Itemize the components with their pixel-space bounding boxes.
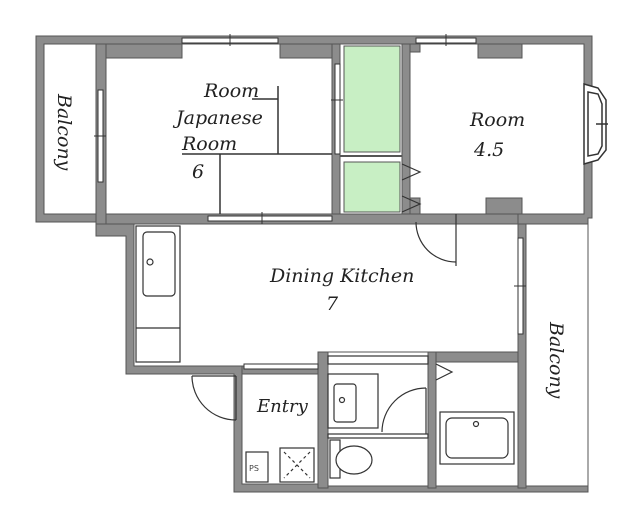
pillar	[485, 197, 523, 215]
room-top-label: Room	[203, 80, 259, 102]
pillar	[477, 43, 523, 59]
shaft	[245, 447, 315, 483]
japanese-room-word-label: Room	[181, 133, 237, 155]
dining-kitchen-label: Dining Kitchen	[269, 265, 414, 287]
doors	[191, 163, 457, 436]
pillar	[427, 351, 437, 489]
entry-label: Entry	[256, 396, 309, 417]
balcony-right-label: Balcony	[545, 321, 567, 399]
pillar	[279, 43, 333, 59]
pillar	[401, 43, 411, 215]
windows	[94, 34, 526, 370]
japanese-room-floor	[105, 43, 333, 215]
balcony-left-floor	[43, 43, 97, 215]
room-right-label: Room	[469, 109, 525, 131]
pillar	[409, 43, 421, 53]
pillar	[435, 351, 519, 363]
room-right-size: 4.5	[473, 139, 504, 161]
japanese-room-lines	[182, 86, 332, 214]
kitchen-counter	[135, 225, 181, 363]
japanese-room-size: 6	[192, 161, 204, 183]
pillar	[105, 43, 183, 59]
closet-lower	[343, 161, 401, 213]
ps-label: PS	[249, 464, 259, 473]
japanese-room-label: Japanese	[172, 107, 263, 129]
washroom-fixtures	[327, 355, 429, 479]
pillar	[317, 351, 329, 489]
room-right-floor	[409, 43, 585, 215]
bathtub	[439, 411, 515, 465]
dining-kitchen-size: 7	[326, 293, 339, 315]
balcony-right-floor	[525, 223, 589, 487]
bay-window	[583, 83, 608, 165]
closet-upper	[343, 45, 401, 153]
balcony-left-label: Balcony	[53, 93, 75, 171]
